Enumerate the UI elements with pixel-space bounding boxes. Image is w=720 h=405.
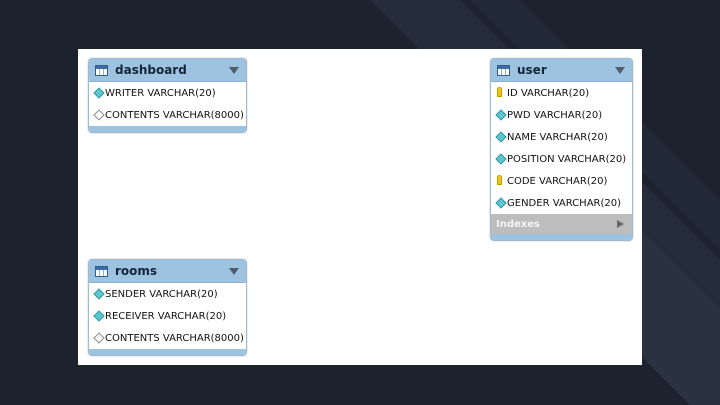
collapse-arrow-icon[interactable] <box>229 268 239 275</box>
key-icon <box>496 87 506 99</box>
table-icon <box>95 265 108 277</box>
diagram-canvas: dashboard WRITER VARCHAR(20) CONTENTS VA… <box>78 49 642 365</box>
column-row[interactable]: CODE VARCHAR(20) <box>491 170 632 192</box>
column-label: GENDER VARCHAR(20) <box>507 197 622 209</box>
table-icon <box>497 64 510 76</box>
table-title: user <box>517 63 547 77</box>
table-dashboard[interactable]: dashboard WRITER VARCHAR(20) CONTENTS VA… <box>88 58 247 133</box>
diamond-filled-icon <box>495 153 507 165</box>
table-user[interactable]: user ID VARCHAR(20) PWD VARCHAR(20) NAME… <box>490 58 633 241</box>
table-footer <box>491 234 632 240</box>
column-label: CODE VARCHAR(20) <box>507 175 608 187</box>
column-label: CONTENTS VARCHAR(8000) <box>105 109 244 121</box>
column-row[interactable]: PWD VARCHAR(20) <box>491 104 632 126</box>
column-row[interactable]: CONTENTS VARCHAR(8000) <box>89 327 246 349</box>
column-label: ID VARCHAR(20) <box>507 87 590 99</box>
column-label: POSITION VARCHAR(20) <box>507 153 627 165</box>
diamond-filled-icon <box>495 197 507 209</box>
diamond-empty-icon <box>93 332 105 344</box>
table-title: dashboard <box>115 63 187 77</box>
diamond-filled-icon <box>495 109 507 121</box>
column-label: RECEIVER VARCHAR(20) <box>105 310 227 322</box>
indexes-section[interactable]: Indexes <box>491 214 632 234</box>
column-row[interactable]: GENDER VARCHAR(20) <box>491 192 632 214</box>
table-title: rooms <box>115 264 158 278</box>
table-rooms[interactable]: rooms SENDER VARCHAR(20) RECEIVER VARCHA… <box>88 259 247 356</box>
column-row[interactable]: RECEIVER VARCHAR(20) <box>89 305 246 327</box>
diamond-filled-icon <box>93 87 105 99</box>
table-header[interactable]: dashboard <box>89 59 246 82</box>
table-footer <box>89 126 246 132</box>
table-icon <box>95 64 108 76</box>
table-footer <box>89 349 246 355</box>
table-header[interactable]: rooms <box>89 260 246 283</box>
table-header[interactable]: user <box>491 59 632 82</box>
diamond-empty-icon <box>93 109 105 121</box>
collapse-arrow-icon[interactable] <box>615 67 625 74</box>
column-label: SENDER VARCHAR(20) <box>105 288 218 300</box>
diamond-filled-icon <box>495 131 507 143</box>
column-label: WRITER VARCHAR(20) <box>105 87 216 99</box>
column-label: PWD VARCHAR(20) <box>507 109 603 121</box>
column-label: NAME VARCHAR(20) <box>507 131 608 143</box>
column-row[interactable]: CONTENTS VARCHAR(8000) <box>89 104 246 126</box>
diamond-filled-icon <box>93 310 105 322</box>
column-row[interactable]: ID VARCHAR(20) <box>491 82 632 104</box>
column-row[interactable]: POSITION VARCHAR(20) <box>491 148 632 170</box>
column-label: CONTENTS VARCHAR(8000) <box>105 332 244 344</box>
key-icon <box>496 175 506 187</box>
diamond-filled-icon <box>93 288 105 300</box>
collapse-arrow-icon[interactable] <box>229 67 239 74</box>
indexes-label: Indexes <box>496 218 540 230</box>
expand-arrow-icon[interactable] <box>617 220 624 228</box>
column-row[interactable]: WRITER VARCHAR(20) <box>89 82 246 104</box>
column-row[interactable]: NAME VARCHAR(20) <box>491 126 632 148</box>
column-row[interactable]: SENDER VARCHAR(20) <box>89 283 246 305</box>
